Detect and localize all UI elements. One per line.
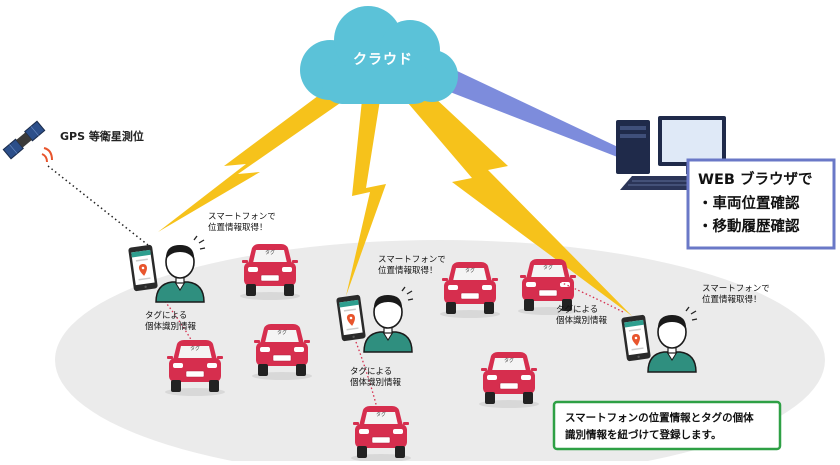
computer-icon bbox=[616, 116, 730, 190]
lightning-bolt-right bbox=[402, 84, 632, 316]
smartphone-label-right-line1: スマートフォンで bbox=[702, 284, 770, 294]
registration-note-box bbox=[552, 400, 782, 451]
signal-mark-icon bbox=[401, 286, 414, 301]
browser-info-box bbox=[686, 158, 836, 250]
cloud-to-computer-beam bbox=[450, 70, 620, 158]
lightning-bolt-center bbox=[346, 100, 386, 296]
tag-id-label-right-line1: タグによる bbox=[556, 304, 598, 315]
signal-mark-icon bbox=[193, 235, 206, 250]
car-tag-label: タグ bbox=[465, 267, 475, 274]
smartphone-label-center-line2: 位置情報取得！ bbox=[378, 265, 438, 276]
satellite-icon bbox=[2, 120, 46, 160]
car-tag-label: タグ bbox=[504, 357, 514, 364]
registration-note-line2: 識別情報を紐づけて登録します。 bbox=[565, 428, 721, 441]
smartphone-icon bbox=[127, 243, 159, 293]
tag-link-line-left bbox=[159, 294, 197, 349]
car-tag-label: タグ bbox=[190, 345, 200, 352]
gps-signal-line bbox=[47, 165, 149, 246]
cloud-label: クラウド bbox=[353, 52, 413, 68]
smartphone-label-left-line1: スマートフォンで bbox=[208, 212, 276, 222]
signal-waves-icon bbox=[41, 147, 53, 163]
smartphone-label-center-line1: スマートフォンで bbox=[378, 255, 446, 265]
tag-id-label-left-line2: 個体識別情報 bbox=[145, 321, 197, 332]
tag-id-label-center-line2: 個体識別情報 bbox=[350, 377, 402, 388]
car-tag-label: タグ bbox=[543, 264, 553, 271]
car-tag-label: タグ bbox=[277, 329, 287, 336]
browser-box-item-movement-history: ・移動履歴確認 bbox=[698, 217, 800, 235]
tag-id-label-left-line1: タグによる bbox=[145, 310, 187, 321]
tag-id-label-center-line1: タグによる bbox=[350, 366, 392, 377]
cloud-icon bbox=[300, 6, 458, 104]
car-tag-label: タグ bbox=[265, 249, 275, 256]
browser-box-title: WEB ブラウザで bbox=[698, 170, 813, 188]
tag-id-label-right-line2: 個体識別情報 bbox=[556, 315, 608, 326]
signal-mark-icon bbox=[685, 306, 698, 321]
smartphone-label-right-line2: 位置情報取得！ bbox=[702, 294, 762, 305]
gps-label: GPS 等衛星測位 bbox=[60, 129, 144, 143]
registration-note-line1: スマートフォンの位置情報とタグの個体 bbox=[565, 411, 754, 424]
car-tag-label: タグ bbox=[376, 411, 386, 418]
browser-box-item-vehicle-location: ・車両位置確認 bbox=[698, 194, 800, 212]
smartphone-label-left-line2: 位置情報取得！ bbox=[208, 222, 268, 233]
lightning-bolt-left bbox=[158, 78, 356, 232]
